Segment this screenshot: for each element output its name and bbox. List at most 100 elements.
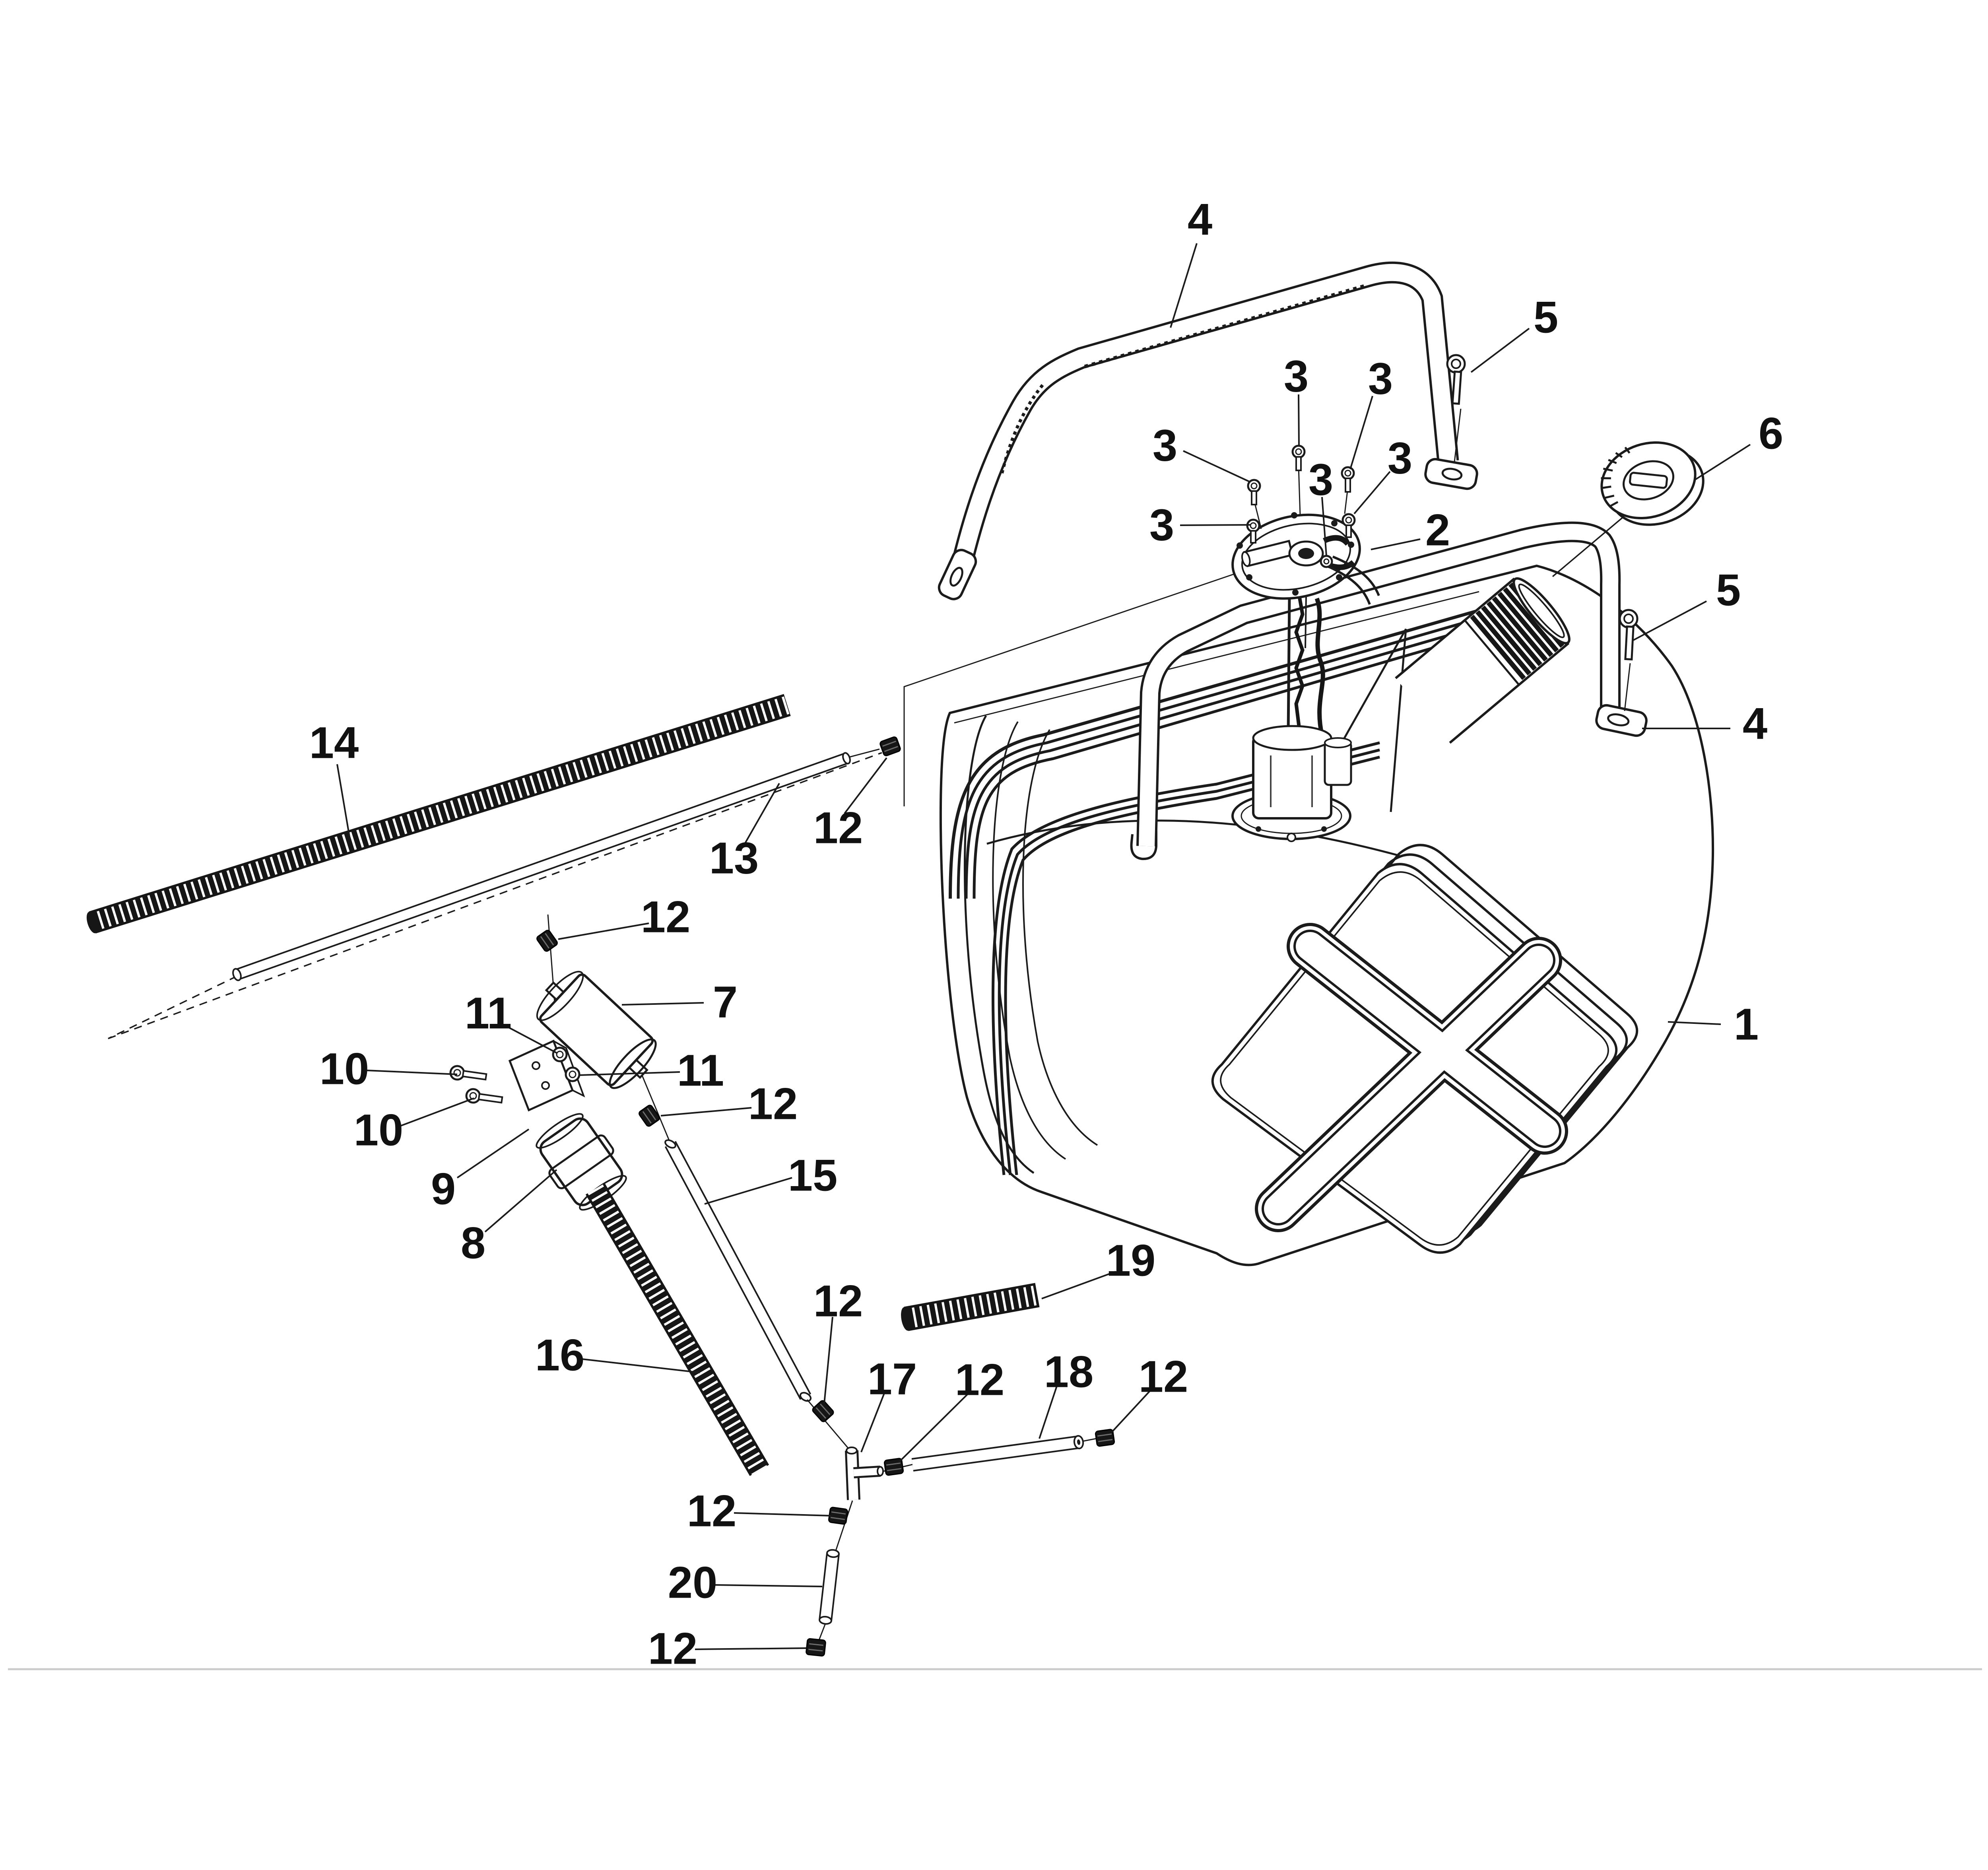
callout-label-10-16: 10 xyxy=(320,1044,369,1094)
leader-line-12-25 xyxy=(1111,1388,1152,1433)
callout-label-18-33: 18 xyxy=(1044,1347,1094,1397)
fitting-12b xyxy=(536,930,558,952)
fitting-12e xyxy=(883,1458,904,1476)
flange-screws xyxy=(1246,445,1356,568)
drain-line xyxy=(806,1399,1109,1647)
fuel-pump-assembly xyxy=(1231,512,1407,842)
leader-line-3-6 xyxy=(1321,497,1327,556)
callout-label-3-2: 3 xyxy=(1284,351,1309,401)
tank-rib-band-lower xyxy=(991,741,1380,1175)
callout-label-12-24: 12 xyxy=(955,1355,1005,1405)
callout-label-15-30: 15 xyxy=(788,1151,838,1200)
leader-line-3-5 xyxy=(1353,471,1391,515)
callout-label-3-6: 3 xyxy=(1309,455,1333,505)
strap-bolt-right xyxy=(1619,609,1639,711)
leader-line-13-28 xyxy=(744,783,780,845)
tube-18 xyxy=(911,1435,1084,1472)
callout-label-12-25: 12 xyxy=(1139,1352,1188,1402)
callout-label-14-29: 14 xyxy=(309,718,359,768)
bolt-10b xyxy=(465,1088,503,1104)
fitting-12c xyxy=(639,1105,660,1127)
callout-label-5-11: 5 xyxy=(1716,565,1741,615)
leader-line-16-31 xyxy=(582,1358,700,1373)
callout-label-12-20: 12 xyxy=(813,803,863,853)
tee-fitting-17 xyxy=(845,1447,884,1500)
leader-line-11-19 xyxy=(579,1071,680,1076)
leader-line-12-24 xyxy=(898,1392,969,1463)
tube-20 xyxy=(819,1549,840,1625)
callout-label-12-23: 12 xyxy=(813,1276,863,1326)
leader-line-12-20 xyxy=(844,757,887,814)
leader-line-17-32 xyxy=(860,1393,885,1453)
leader-line-10-16 xyxy=(366,1070,458,1075)
callout-label-10-17: 10 xyxy=(354,1105,404,1155)
fitting-12a xyxy=(879,736,901,756)
filler-neck xyxy=(1395,490,1655,744)
tube-13 xyxy=(232,748,880,981)
tank-rib-band-upper xyxy=(949,597,1522,899)
leader-line-9-15 xyxy=(456,1128,530,1179)
leader-line-14-29 xyxy=(336,764,351,839)
fuel-tank xyxy=(939,564,1714,1266)
leader-line-3-3 xyxy=(1349,396,1373,470)
fuel-cap xyxy=(1600,441,1705,526)
clamp-8 xyxy=(536,1113,627,1211)
fuel-filter-7 xyxy=(536,971,657,1089)
callout-label-16-31: 16 xyxy=(535,1330,585,1380)
callout-label-2-1: 2 xyxy=(1425,505,1450,555)
leader-line-15-30 xyxy=(704,1177,792,1205)
fitting-12h xyxy=(806,1638,826,1657)
leader-line-2-1 xyxy=(1371,538,1421,550)
callout-label-13-28: 13 xyxy=(709,833,759,883)
leader-line-6-12 xyxy=(1695,444,1751,480)
leader-line-12-27 xyxy=(695,1647,807,1650)
leader-line-1-0 xyxy=(1668,1021,1721,1025)
callout-label-3-3: 3 xyxy=(1368,354,1393,404)
leader-line-18-33 xyxy=(1039,1386,1058,1439)
callout-label-3-4: 3 xyxy=(1153,421,1177,470)
bolt-10a xyxy=(449,1065,487,1081)
projection-lines xyxy=(108,567,1253,1039)
leader-line-4-8 xyxy=(1170,243,1198,328)
callout-label-1-0: 1 xyxy=(1734,1000,1759,1049)
callout-label-11-18: 11 xyxy=(465,988,512,1038)
x-emboss xyxy=(1255,923,1568,1232)
leader-line-3-4 xyxy=(1183,450,1250,483)
callout-label-19-34: 19 xyxy=(1106,1236,1156,1286)
leader-line-11-18 xyxy=(504,1024,557,1054)
callout-label-6-12: 6 xyxy=(1759,409,1783,458)
callout-label-8-14: 8 xyxy=(461,1218,485,1268)
callout-label-12-26: 12 xyxy=(687,1486,737,1536)
leader-line-12-21 xyxy=(558,922,649,940)
leader-line-5-10 xyxy=(1470,328,1530,373)
nut-11b xyxy=(565,1066,580,1082)
callout-label-12-27: 12 xyxy=(648,1624,698,1674)
fitting-12f xyxy=(1095,1429,1115,1447)
leader-line-8-14 xyxy=(484,1169,557,1233)
callout-label-4-8: 4 xyxy=(1188,195,1212,245)
leader-line-20-35 xyxy=(714,1584,823,1587)
callout-label-4-9: 4 xyxy=(1743,699,1767,749)
tank-strap-detached xyxy=(938,261,1478,600)
hose-14-corrugated xyxy=(86,694,791,934)
callout-label-12-21: 12 xyxy=(641,892,691,942)
leader-line-12-22 xyxy=(660,1107,752,1117)
fitting-12g xyxy=(828,1507,848,1525)
callout-label-11-19: 11 xyxy=(677,1046,724,1095)
strap-bolt-top xyxy=(1446,354,1466,462)
fitting-12d xyxy=(812,1400,834,1422)
callout-label-3-5: 3 xyxy=(1388,433,1412,483)
leader-line-7-13 xyxy=(621,1002,704,1006)
nut-11a xyxy=(552,1047,568,1062)
callout-label-3-7: 3 xyxy=(1149,500,1174,550)
leader-line-5-11 xyxy=(1633,600,1707,641)
callout-label-5-10: 5 xyxy=(1534,293,1558,342)
callout-label-9-15: 9 xyxy=(431,1164,456,1214)
leader-line-10-17 xyxy=(400,1097,474,1127)
hose-19-corrugated xyxy=(901,1283,1040,1331)
tube-15 xyxy=(664,1139,812,1402)
tank-end-face xyxy=(1211,863,1618,1254)
callout-label-17-32: 17 xyxy=(868,1354,917,1404)
